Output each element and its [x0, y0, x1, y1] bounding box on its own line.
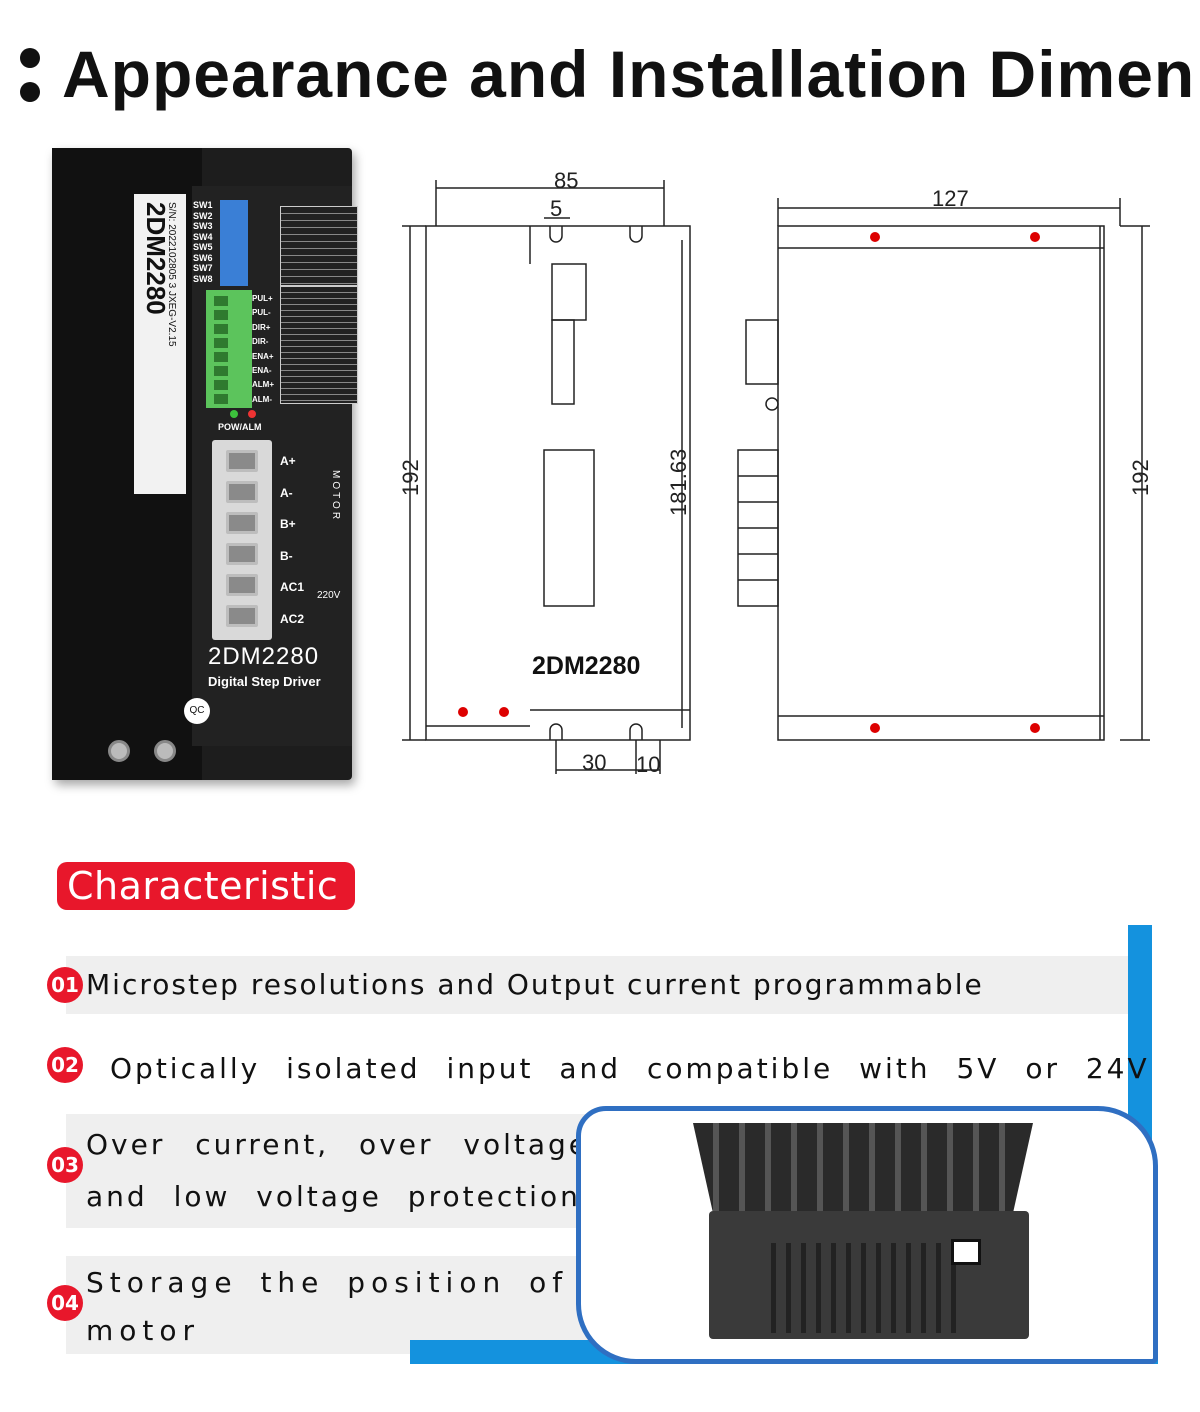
- mounting-hole-icons: [458, 232, 1040, 733]
- motor-labels: A+ A- B+ B- AC1 AC2: [280, 446, 304, 635]
- switch-label: SW6: [193, 252, 213, 263]
- motor-vertical-label: MOTOR: [330, 470, 341, 523]
- motor-label: A+: [280, 454, 296, 468]
- feature-band: [66, 956, 1128, 1014]
- feature-number: 04: [47, 1285, 83, 1321]
- current-setting-table: [280, 206, 358, 286]
- feature-number: 03: [47, 1147, 83, 1183]
- dim-height: 192: [398, 459, 423, 496]
- characteristic-badge: Characteristic: [57, 862, 355, 910]
- switch-label: SW5: [193, 242, 213, 252]
- signal-label: PUL+: [252, 294, 273, 303]
- dimension-drawings: 85 5 192 181.63 30 10 2DM2280 127 192: [398, 168, 1153, 777]
- feature-text: and low voltage protection: [86, 1180, 581, 1213]
- feature-band: [66, 1114, 606, 1228]
- motor-label: AC1: [280, 580, 305, 594]
- dim-width: 85: [554, 168, 578, 193]
- dim-slot: 5: [550, 196, 562, 221]
- heatsink-fins-icon: [693, 1123, 1033, 1213]
- characteristic-title: Characteristic: [67, 864, 339, 908]
- motor-label: B-: [280, 548, 293, 563]
- signal-label: ENA+: [252, 351, 274, 361]
- signal-label: ALM-: [252, 394, 272, 404]
- signal-label: ENA-: [252, 366, 272, 376]
- heatsink-photo-card: [576, 1106, 1158, 1364]
- dim-bottom-left: 30: [582, 750, 606, 775]
- sticker-model: 2DM2280: [141, 202, 171, 315]
- motor-label: B+: [280, 517, 296, 531]
- dip-switch: [220, 200, 248, 286]
- ground-screw-icon: [108, 740, 130, 762]
- feature-text: Over current, over voltage: [86, 1128, 590, 1161]
- feature-text: motor: [86, 1314, 201, 1347]
- signal-labels: PUL+ PUL- DIR+ DIR- ENA+ ENA- ALM+ ALM-: [252, 292, 274, 407]
- voltage-label: 220V: [317, 590, 341, 601]
- dim-side-width: 127: [932, 186, 969, 211]
- signal-terminal: [206, 290, 252, 408]
- microstep-table: [280, 286, 358, 404]
- rj45-port-icon: [951, 1239, 981, 1265]
- dim-inner-height: 181.63: [666, 449, 691, 516]
- colon-bullet-icon: [20, 48, 42, 104]
- motor-label: A-: [280, 485, 293, 500]
- feature-text: Optically isolated input and compatible …: [110, 1052, 1150, 1085]
- page-title: Appearance and Installation Dimen: [62, 37, 1196, 111]
- dim-bottom-right: 10: [636, 752, 660, 777]
- alarm-led-icon: [248, 410, 256, 418]
- side-view-drawing: [737, 198, 1150, 741]
- sticker-serial: S/N: 2022102805 3 JXEG-V2.15: [166, 202, 177, 347]
- feature-number: 02: [47, 1047, 83, 1083]
- power-terminal-block: [212, 440, 272, 640]
- dim-side-height: 192: [1128, 459, 1153, 496]
- feature-text: Storage the position of: [86, 1266, 569, 1299]
- switch-label: SW3: [193, 221, 213, 231]
- switch-labels: SW1 SW2 SW3 SW4 SW5 SW6 SW7 SW8: [193, 200, 213, 284]
- qc-sticker: QC: [184, 698, 210, 724]
- power-led-icon: [230, 410, 238, 418]
- product-subtitle: Digital Step Driver: [208, 674, 321, 689]
- feature-text: Microstep resolutions and Output current…: [86, 968, 984, 1001]
- signal-label: DIR+: [252, 322, 271, 332]
- product-photo: 2DM2280 S/N: 2022102805 3 JXEG-V2.15 SW1…: [52, 148, 362, 788]
- switch-label: SW7: [193, 263, 213, 273]
- serial-sticker: 2DM2280 S/N: 2022102805 3 JXEG-V2.15: [134, 194, 186, 494]
- product-model: 2DM2280: [208, 643, 320, 670]
- section-heading: Appearance and Installation Dimen: [0, 30, 1200, 120]
- switch-label: SW8: [193, 273, 213, 284]
- front-view-drawing: [402, 180, 691, 774]
- motor-label: AC2: [280, 611, 305, 626]
- signal-label: PUL-: [252, 308, 271, 318]
- led-label: POW/ALM: [218, 422, 262, 432]
- vent-slots: [771, 1243, 961, 1333]
- feature-band: [66, 1256, 606, 1354]
- switch-label: SW1: [193, 200, 213, 210]
- switch-label: SW4: [193, 231, 213, 242]
- switch-label: SW2: [193, 210, 213, 221]
- feature-number: 01: [47, 967, 83, 1003]
- signal-label: ALM+: [252, 380, 274, 390]
- drawing-model-label: 2DM2280: [532, 652, 640, 680]
- ground-screw-icon: [154, 740, 176, 762]
- signal-label: DIR-: [252, 337, 269, 347]
